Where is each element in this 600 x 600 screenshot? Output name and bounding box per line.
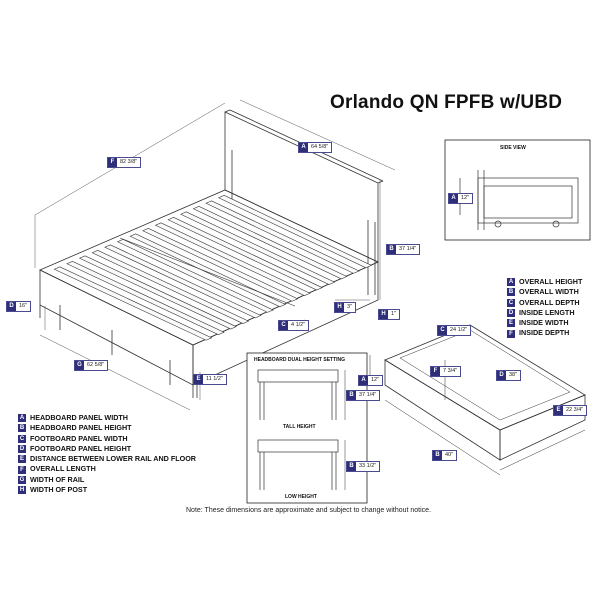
disclaimer-note: Note: These dimensions are approximate a… <box>186 507 432 514</box>
bed-slat <box>167 217 323 291</box>
bed-slat <box>104 244 262 319</box>
bed-slat <box>53 266 213 341</box>
tall-height-label: TALL HEIGHT <box>283 424 316 430</box>
bed-slat <box>192 206 348 280</box>
bed-slat <box>217 195 373 269</box>
low-height-label: LOW HEIGHT <box>285 494 317 500</box>
bed-slat <box>142 228 299 302</box>
bed-slat <box>66 261 225 335</box>
bed-slat <box>116 239 274 313</box>
bed-slat <box>154 222 311 296</box>
bed-slat <box>180 211 336 285</box>
bed-slat <box>78 255 237 330</box>
headboard-setting-title: HEADBOARD DUAL HEIGHT SETTING <box>254 357 346 363</box>
bed-slat <box>91 250 250 324</box>
bed-slat <box>205 200 360 274</box>
product-title: Orlando QN FPFB w/UBD <box>330 92 563 113</box>
side-view-title: SIDE VIEW <box>500 145 526 151</box>
bed-slat <box>129 233 287 308</box>
underbed-drawer <box>369 324 586 476</box>
side-view-frame <box>444 139 591 241</box>
bed-slats <box>53 195 373 341</box>
center-support-rail <box>119 237 296 307</box>
headboard-setting-frame <box>246 352 368 504</box>
headboard-panel <box>224 111 379 263</box>
